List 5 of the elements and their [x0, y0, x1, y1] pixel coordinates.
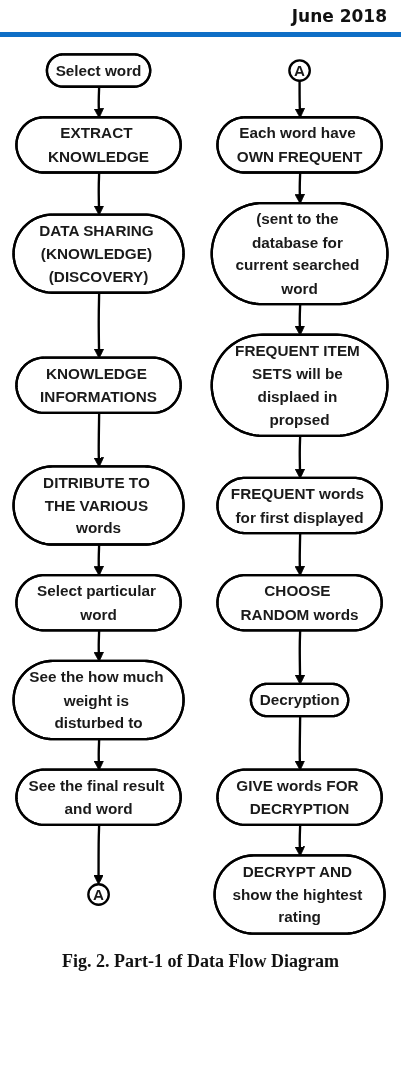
arrow — [93, 825, 104, 885]
figure-caption: Fig. 2. Part-1 of Data Flow Diagram — [62, 951, 339, 972]
header-date: June 2018 — [291, 6, 387, 26]
node-circle: A — [87, 883, 110, 906]
node-circle: A — [288, 59, 311, 82]
